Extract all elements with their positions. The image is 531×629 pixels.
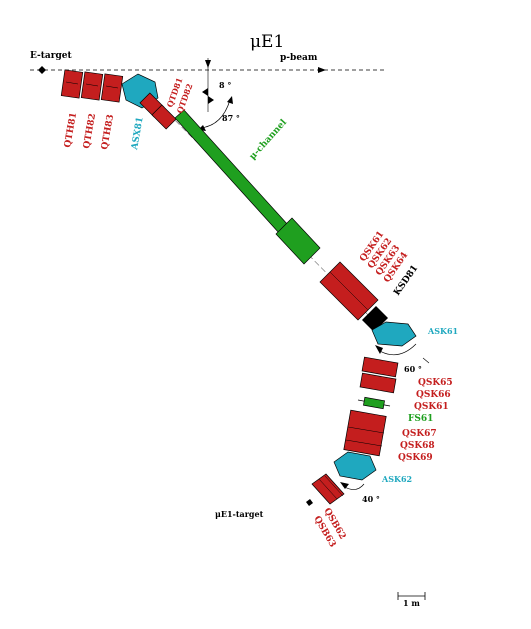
ask61-label: ASK61 xyxy=(427,326,458,336)
target-label: μE1-target xyxy=(215,509,264,519)
scale-label: 1 m xyxy=(403,598,420,608)
ask62-label: ASK62 xyxy=(381,474,412,484)
labels-qsk-2: QSK65 QSK66 QSK61 xyxy=(414,378,453,412)
fs61-group xyxy=(357,396,391,410)
qtd-quad-group xyxy=(139,92,177,130)
scale-bar: 1 m xyxy=(397,592,426,608)
qsk66-magnet xyxy=(359,372,397,394)
asx81-label: ASX81 xyxy=(130,116,146,151)
fs61-label: FS61 xyxy=(408,414,433,424)
angle-87: 87 ° xyxy=(222,113,240,123)
labels-qsb: QSB62 QSB63 xyxy=(311,507,347,550)
qsk66-label: QSK66 xyxy=(416,390,451,400)
diagram-title: μE1 xyxy=(250,32,284,52)
fs61-element xyxy=(363,396,385,410)
qsk65-label: QSK65 xyxy=(418,378,453,388)
labels-qth: QTH81 QTH82 QTH83 xyxy=(63,112,116,151)
ksd81-magnet xyxy=(362,306,388,332)
qsk67-label: QSK67 xyxy=(402,429,437,439)
ask61-magnet xyxy=(371,321,417,347)
qsk-quad-group-2 xyxy=(359,356,399,394)
angle-60-arc xyxy=(377,343,417,356)
qsk61b-label: QSK61 xyxy=(414,402,449,412)
qth81-label: QTH81 xyxy=(63,112,79,149)
e-target-label: E-target xyxy=(30,51,73,61)
qth82-magnet xyxy=(80,71,104,101)
qsk69-label: QSK69 xyxy=(398,453,433,463)
labels-qtd: QTD81 QTD82 xyxy=(164,76,194,115)
p-beam-label: p-beam xyxy=(280,53,318,63)
qth82-label: QTH82 xyxy=(82,113,98,150)
qtd82-magnet xyxy=(151,104,177,130)
e-target-marker xyxy=(38,66,46,74)
angle-8: 8 ° xyxy=(219,80,231,90)
qth83-magnet xyxy=(100,73,124,103)
mu-channel-label: μ-channel xyxy=(248,117,290,162)
angle-40: 40 ° xyxy=(362,494,380,504)
qth83-label: QTH83 xyxy=(100,114,116,151)
qsb-quad-group xyxy=(311,473,345,505)
mu-channel-end xyxy=(275,217,321,265)
qth81-magnet xyxy=(60,69,84,99)
target-marker xyxy=(306,499,313,506)
qsk65-magnet xyxy=(361,356,399,378)
qsk67-69-magnet xyxy=(343,409,387,457)
p-beam-arrow xyxy=(318,67,326,73)
qsk-quad-group-1 xyxy=(319,261,379,321)
angle-60: 60 ° xyxy=(404,364,422,374)
qsk68-label: QSK68 xyxy=(400,441,435,451)
qsk-quad-group-3 xyxy=(343,409,387,457)
ask62-magnet xyxy=(333,451,377,481)
qth-quad-group xyxy=(60,69,124,103)
labels-qsk-3: QSK67 QSK68 QSK69 xyxy=(398,429,437,463)
